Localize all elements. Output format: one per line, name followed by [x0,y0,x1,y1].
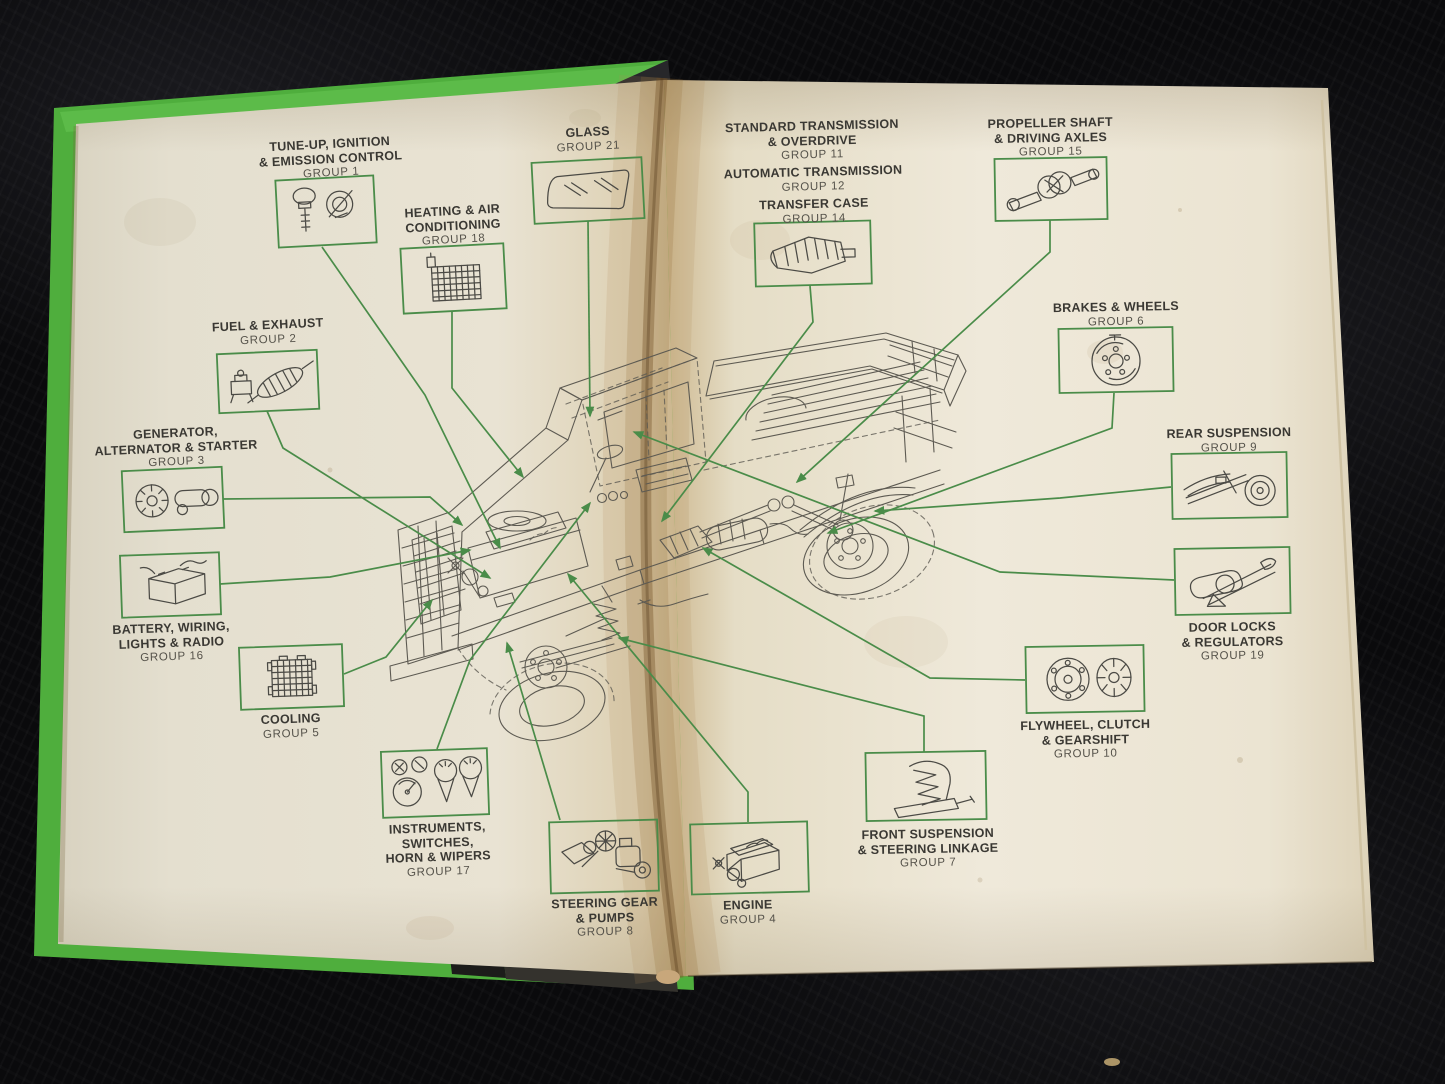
left-page [58,80,686,976]
callout-group: GROUP 6 [1087,315,1145,328]
connector-steering [505,641,561,821]
connector-rearsusp [873,486,1172,515]
coil-spring-knuckle-icon [893,760,975,819]
callout-group: GROUP 15 [1018,145,1083,159]
transmission-icon [770,236,856,274]
callout-box-rearsusp [1170,451,1289,520]
callout-label-transmissions: STANDARD TRANSMISSION & OVERDRIVE GROUP … [717,114,910,229]
callout-boxes [119,156,1292,896]
callout-title: BRAKES & WHEELS [1052,298,1179,316]
callout-label-flywheel: FLYWHEEL, CLUTCH & GEARSHIFT GROUP 10 [1013,717,1159,763]
callout-label-rearsusp: REAR SUSPENSION GROUP 9 [1154,425,1304,456]
callout-group: GROUP 19 [1200,649,1265,663]
connector-engine [566,572,749,822]
callout-box-steering [548,818,660,895]
callout-box-frontsusp [864,750,988,822]
callout-box-transmission [753,219,873,288]
callout-title: DOOR LOCKS & REGULATORS [1181,619,1284,650]
callout-label-battery: BATTERY, WIRING, LIGHTS & RADIO GROUP 16 [93,618,249,667]
callout-label-tuneup: TUNE-UP, IGNITION & EMISSION CONTROL GRO… [242,132,419,184]
callout-box-fuel [215,348,321,415]
connector-fuel [266,410,492,579]
callout-box-instruments [379,747,491,819]
callout-title: INSTRUMENTS, SWITCHES, HORN & WIPERS [385,819,492,866]
callout-box-glass [530,156,646,225]
connector-glass [585,220,595,418]
callout-box-heating [399,242,508,315]
flywheel-clutch-icon [1046,657,1132,701]
distributor-and-ignition-icon [292,187,354,232]
connector-tuneup [321,246,501,550]
callout-label-instruments: INSTRUMENTS, SWITCHES, HORN & WIPERS GRO… [351,818,525,882]
callout-group: GROUP 10 [1053,747,1118,761]
carburetor-muffler-icon [230,360,314,404]
callout-title: FRONT SUSPENSION & STEERING LINKAGE [857,825,999,857]
engine-block-icon [712,838,780,888]
connector-battery [219,547,472,585]
callout-box-brakes [1057,326,1175,394]
connector-cooling [343,598,434,675]
connector-flywheel [701,547,1026,681]
callout-label-doorlocks: DOOR LOCKS & REGULATORS GROUP 19 [1165,619,1301,665]
brake-drum-icon [1091,334,1141,386]
callout-title: PROPELLER SHAFT & DRIVING AXLES [987,114,1113,146]
callout-box-cooling [238,643,345,711]
right-page [664,80,1374,977]
steering-gear-pump-icon [561,830,652,879]
callout-label-steering: STEERING GEAR & PUMPS GROUP 8 [539,894,670,941]
callout-label-brakes: BRAKES & WHEELS GROUP 6 [1041,299,1191,330]
callout-box-generator [120,465,226,534]
battery-icon [139,560,207,605]
callout-title: REAR SUSPENSION [1166,424,1292,442]
callout-box-flywheel [1024,644,1146,714]
heater-core-icon [426,252,482,302]
callout-group: GROUP 9 [1200,441,1258,454]
callout-box-engine [689,820,810,896]
alternator-starter-icon [135,484,219,518]
callout-label-cooling: COOLING GROUP 5 [231,710,352,743]
connector-propeller [795,220,1051,484]
callout-title: FLYWHEEL, CLUTCH & GEARSHIFT [1020,716,1151,748]
truck-cutaway-illustration [389,332,967,742]
callout-box-battery [119,551,222,619]
callout-box-doorlocks [1173,546,1292,616]
callout-label-propeller: PROPELLER SHAFT & DRIVING AXLES GROUP 15 [973,115,1129,161]
callout-label-engine: ENGINE GROUP 4 [688,896,809,928]
gauges-and-horns-icon [391,756,483,807]
callout-label-heating: HEATING & AIR CONDITIONING GROUP 18 [382,200,524,251]
callout-label-frontsusp: FRONT SUSPENSION & STEERING LINKAGE GROU… [852,826,1005,872]
callout-box-propeller [993,156,1109,222]
callout-group: GROUP 7 [899,856,957,870]
door-lock-mechanism-icon [1189,557,1277,608]
connector-transmission [661,285,814,523]
callout-box-tuneup [274,174,378,249]
connector-brakes [826,392,1115,534]
paper-stains [124,109,1243,1066]
book-gutter [602,74,721,984]
connector-doorlocks [632,431,1175,581]
callout-title: STEERING GEAR & PUMPS [551,894,659,926]
connector-instruments [436,501,592,750]
radiator-icon [266,654,318,698]
connector-heating [451,311,525,479]
connector-lines [219,220,1175,822]
rear-axle-wheel-icon [1183,470,1276,507]
connector-generator [222,496,464,527]
connector-frontsusp [617,636,925,752]
callout-label-generator: GENERATOR, ALTERNATOR & STARTER GROUP 3 [89,422,263,473]
u-joint-shaft-icon [1006,168,1100,212]
windshield-glass-icon [547,169,630,210]
